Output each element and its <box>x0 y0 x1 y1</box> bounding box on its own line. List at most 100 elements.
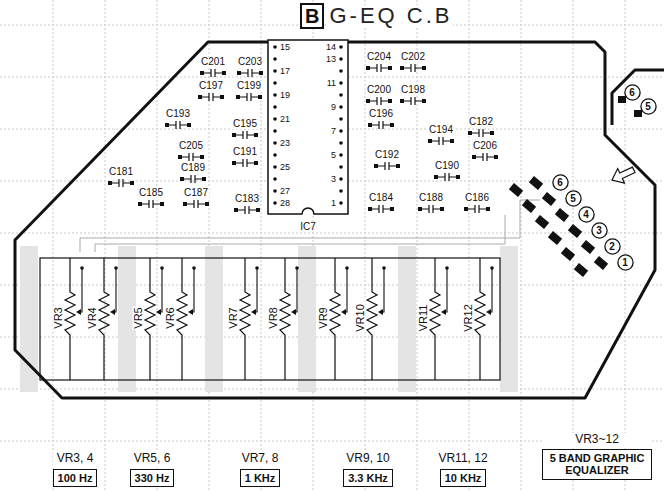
wiper-line <box>190 268 194 312</box>
solder-pad <box>258 95 262 99</box>
capacitor-leads <box>468 205 486 213</box>
solder-pad <box>198 95 202 99</box>
solder-pad <box>434 175 438 179</box>
pcb-trace <box>80 238 520 239</box>
capacitor-symbol <box>366 64 392 72</box>
connector-pad <box>529 176 543 190</box>
capacitor-leads <box>202 93 220 101</box>
band-heading: VR7, 8 <box>240 452 281 466</box>
connector-pad <box>509 183 523 197</box>
capacitor-label: C199 <box>236 81 262 91</box>
capacitor-label: C186 <box>464 193 490 203</box>
capacitor-leads <box>236 131 254 139</box>
solder-pad <box>418 207 422 211</box>
pin-number: 25 <box>279 163 291 172</box>
solder-pad <box>180 177 184 181</box>
grid-line <box>417 0 418 491</box>
capacitor-symbol <box>418 205 444 213</box>
resistor-symbol <box>475 258 485 380</box>
pin-number: 11 <box>326 79 337 88</box>
pin-number: 21 <box>279 115 291 124</box>
capacitor-label: C184 <box>368 193 394 203</box>
junction-dot <box>345 266 349 270</box>
capacitor-label: C204 <box>366 52 392 62</box>
wiper-line <box>112 268 116 312</box>
band-heading: VR3~12 <box>542 433 652 447</box>
connector-number-text: 4 <box>578 206 595 223</box>
wiper-line <box>380 268 384 312</box>
capacitor-label: C191 <box>232 147 258 157</box>
potentiometer-label: VR8 <box>268 306 279 329</box>
wiper-arrow <box>291 309 296 315</box>
resistor-symbol <box>430 258 440 380</box>
capacitor-label: C200 <box>366 85 392 95</box>
grid-line <box>521 0 522 491</box>
slider-pad <box>500 246 518 392</box>
potentiometer-label: VR9 <box>318 306 329 329</box>
capacitor-symbol <box>434 173 460 181</box>
wiper-arrow <box>156 309 161 315</box>
capacitor-leads <box>184 175 202 183</box>
capacitor-label: C203 <box>237 57 263 67</box>
capacitor-symbol <box>200 69 226 77</box>
ic-pin <box>273 81 277 85</box>
capacitor-symbol <box>236 93 262 101</box>
wiper-line <box>293 268 297 312</box>
solder-pad <box>254 133 258 137</box>
solder-pad <box>390 123 394 127</box>
circle-outline <box>591 222 606 237</box>
capacitor-symbol <box>232 131 258 139</box>
capacitor-symbol <box>180 175 206 183</box>
resistor-symbol <box>99 258 109 380</box>
adjacent-board-outline <box>612 70 664 125</box>
solder-pad <box>232 161 236 165</box>
resistor-symbol <box>280 258 290 380</box>
solder-pad <box>456 175 460 179</box>
band-frequency: 10 KHz <box>440 469 487 488</box>
circle-outline <box>640 98 655 113</box>
solder-pad <box>160 202 164 206</box>
capacitor-label: C182 <box>468 117 494 127</box>
capacitor-leads <box>432 137 450 145</box>
solder-pad <box>183 202 187 206</box>
resistor-symbol <box>177 258 187 380</box>
solder-pad <box>366 66 370 70</box>
solder-pad <box>232 133 236 137</box>
capacitor-symbol <box>472 153 498 161</box>
potentiometer-label: VR5 <box>133 306 144 329</box>
ic-pin <box>273 165 277 169</box>
solder-pad <box>388 66 392 70</box>
resistor-symbol <box>145 258 155 380</box>
slider-pad <box>298 246 316 392</box>
capacitor-leads <box>370 64 388 72</box>
ic-pin <box>273 153 277 157</box>
junction-dot <box>490 266 494 270</box>
wiper-arrow <box>251 309 256 315</box>
connector-number: 5 <box>640 98 657 115</box>
capacitor-label: C202 <box>400 52 426 62</box>
capacitor-leads <box>169 121 187 129</box>
connector-pad <box>634 110 642 117</box>
connector-pad <box>568 224 582 238</box>
solder-pad <box>388 99 392 103</box>
ic-pin <box>273 189 277 193</box>
capacitor-leads <box>438 173 456 181</box>
solder-pad <box>472 155 476 159</box>
ic-pin <box>339 105 343 109</box>
part-label: IC7 <box>299 222 317 232</box>
solder-pad <box>400 66 404 70</box>
ic-pin <box>273 117 277 121</box>
ic-pin <box>339 129 343 133</box>
slider-pad <box>205 246 223 392</box>
junction-dot <box>382 266 386 270</box>
band-frequency: 330 Hz <box>130 469 175 488</box>
pcb-trace <box>95 244 505 245</box>
pin-number: 13 <box>325 55 337 64</box>
connector-number: 1 <box>617 254 634 271</box>
wiper-arrow <box>76 309 81 315</box>
capacitor-label: C190 <box>434 161 460 171</box>
junction-dot <box>160 266 164 270</box>
capacitor-symbol <box>232 159 258 167</box>
solder-pad <box>236 95 240 99</box>
band-box: VR11, 1210 KHz <box>436 452 489 487</box>
